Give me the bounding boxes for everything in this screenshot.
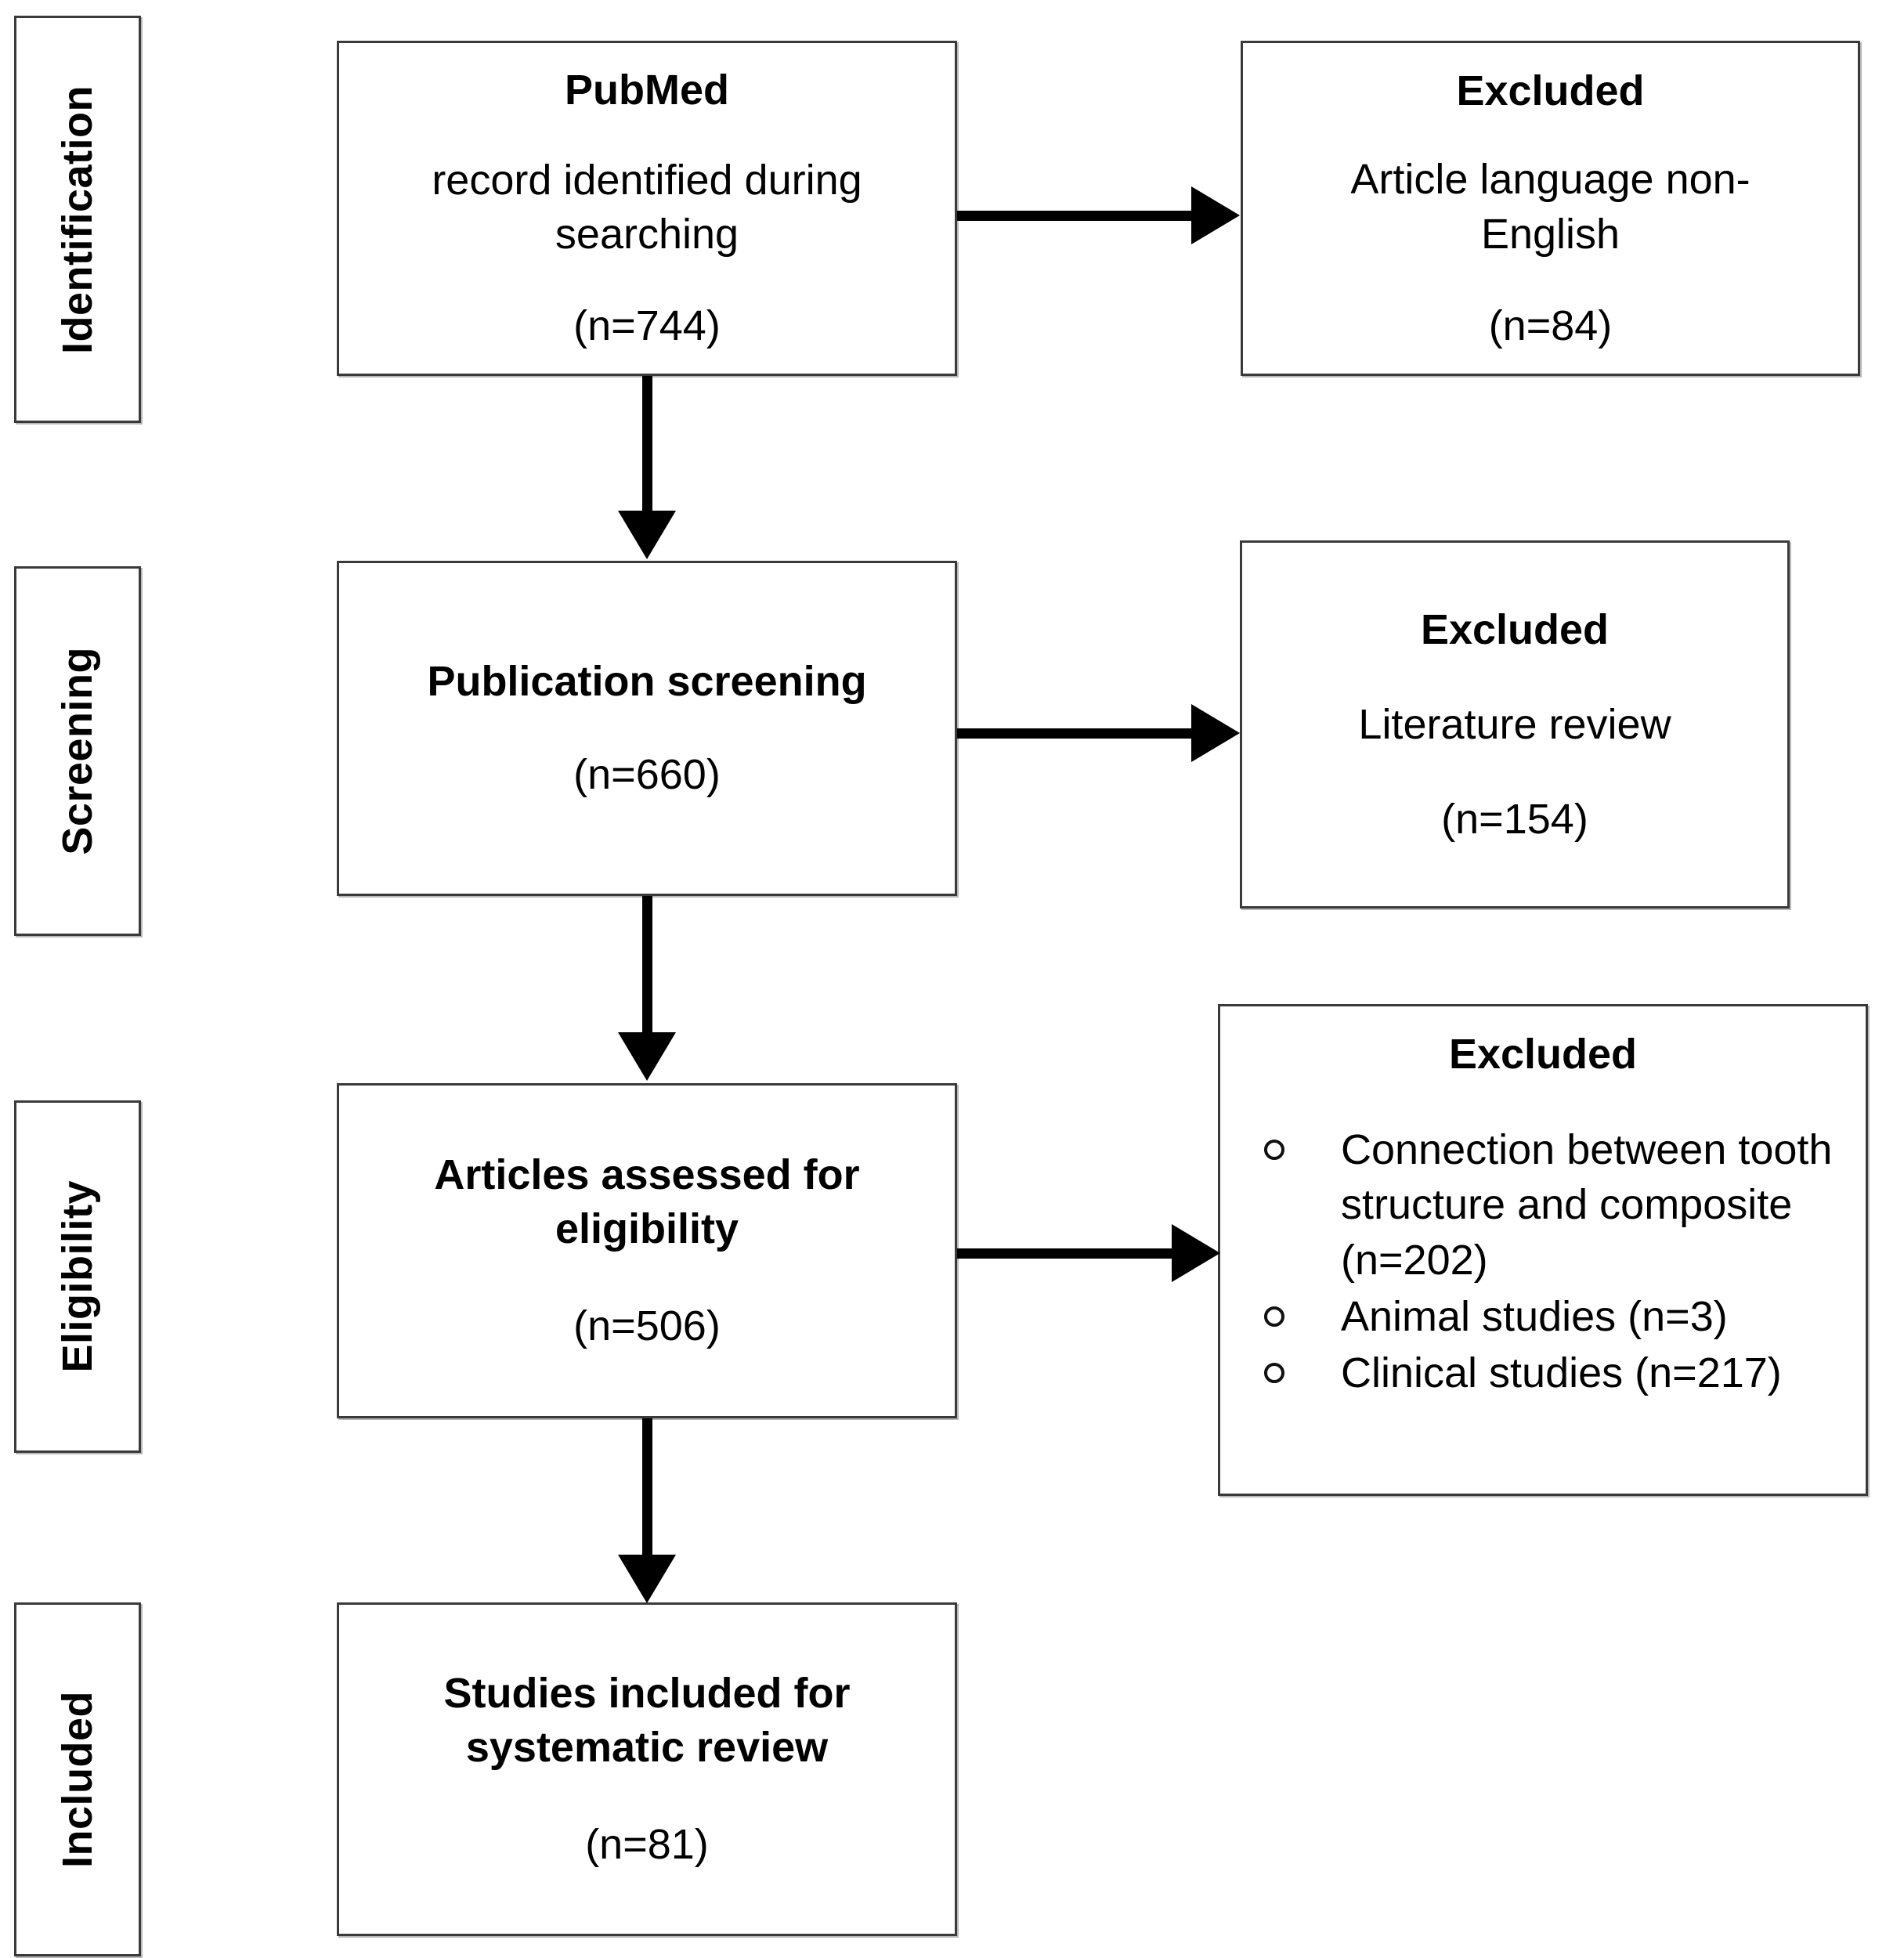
process-box-eligibility-assessment: Articles assessed for eligibility (n=506…	[337, 1083, 957, 1418]
excluded-title-eligibility-reasons: Excluded	[1448, 1031, 1638, 1078]
arrow-right-to-excluded-literature-head	[1191, 704, 1240, 762]
process-count-eligibility-assessment: (n=506)	[573, 1302, 721, 1349]
arrow-right-to-excluded-literature-shaft	[957, 728, 1196, 739]
stage-box-included: Included	[14, 1602, 141, 1956]
excluded-box-language: Excluded Article language non-English (n…	[1241, 41, 1860, 376]
list-item: Clinical studies (n=217)	[1239, 1346, 1847, 1400]
arrow-right-to-excluded-reasons-head	[1172, 1224, 1220, 1282]
list-item: Connection between tooth structure and c…	[1239, 1122, 1847, 1288]
process-count-studies-included: (n=81)	[585, 1820, 709, 1868]
excluded-box-literature-review: Excluded Literature review (n=154)	[1240, 540, 1790, 909]
process-title-studies-included: Studies included for systematic review	[443, 1670, 851, 1772]
excluded-reason-list: Connection between tooth structure and c…	[1239, 1122, 1847, 1402]
list-item: Animal studies (n=3)	[1239, 1289, 1847, 1344]
process-box-publication-screening: Publication screening (n=660)	[337, 561, 957, 896]
circle-bullet-icon	[1264, 1140, 1284, 1161]
circle-bullet-icon	[1264, 1306, 1284, 1327]
excluded-box-eligibility-reasons: Excluded Connection between tooth struct…	[1218, 1004, 1868, 1496]
arrow-down-screening-to-eligibility-head	[618, 1032, 676, 1081]
excluded-reason-literature-review: Literature review	[1358, 700, 1671, 748]
arrow-right-to-excluded-language-shaft	[957, 211, 1196, 221]
excluded-title-language: Excluded	[1456, 67, 1645, 115]
excluded-reason-text: Animal studies (n=3)	[1341, 1292, 1728, 1340]
stage-label-eligibility: Eligibility	[54, 1180, 101, 1373]
process-count-pubmed: (n=744)	[573, 302, 721, 350]
process-box-pubmed: PubMed record identified during searchin…	[337, 41, 957, 376]
arrow-right-to-excluded-language-head	[1191, 186, 1240, 244]
excluded-count-literature-review: (n=154)	[1441, 796, 1588, 844]
process-title-publication-screening: Publication screening	[427, 657, 867, 705]
arrow-down-identification-to-screening-head	[618, 511, 676, 559]
arrow-right-to-excluded-reasons-shaft	[957, 1248, 1176, 1259]
stage-box-screening: Screening	[14, 566, 141, 936]
stage-label-screening: Screening	[54, 647, 101, 855]
arrow-down-eligibility-to-included-head	[618, 1555, 676, 1603]
stage-label-identification: Identification	[54, 85, 101, 354]
arrow-down-identification-to-screening-shaft	[642, 376, 652, 515]
excluded-reason-language: Article language non-English	[1350, 156, 1750, 258]
arrow-down-eligibility-to-included-shaft	[642, 1418, 652, 1559]
excluded-reason-text: Connection between tooth structure and c…	[1341, 1126, 1833, 1284]
circle-bullet-icon	[1264, 1362, 1284, 1383]
process-box-studies-included: Studies included for systematic review (…	[337, 1602, 957, 1936]
stage-box-identification: Identification	[14, 16, 141, 423]
excluded-title-literature-review: Excluded	[1420, 605, 1610, 653]
process-count-publication-screening: (n=660)	[573, 751, 721, 798]
stage-label-included: Included	[54, 1690, 101, 1868]
process-title-eligibility-assessment: Articles assessed for eligibility	[434, 1151, 860, 1253]
arrow-down-screening-to-eligibility-shaft	[642, 896, 652, 1037]
process-title-pubmed: PubMed	[565, 66, 729, 114]
process-subtitle-pubmed: record identified during searching	[432, 156, 862, 258]
excluded-reason-text: Clinical studies (n=217)	[1341, 1349, 1782, 1396]
stage-box-eligibility: Eligibility	[14, 1100, 141, 1453]
excluded-count-language: (n=84)	[1488, 302, 1613, 349]
